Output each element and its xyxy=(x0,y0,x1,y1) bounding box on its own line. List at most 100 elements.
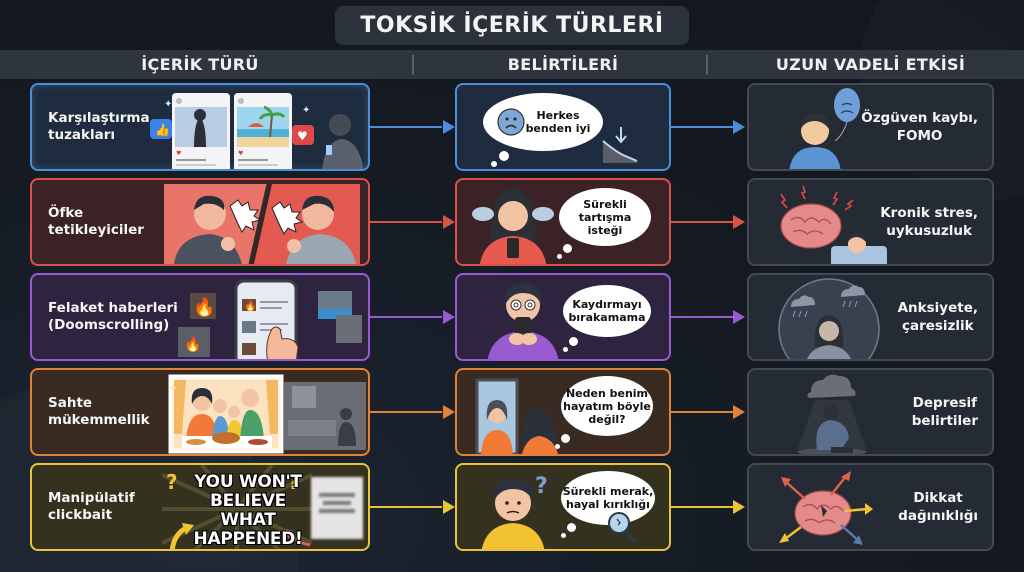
symptom-card: ? Sürekli merak, hayal kırıklığı xyxy=(455,463,671,551)
effect-label: Kronik stres, uykusuzluk xyxy=(880,205,978,239)
svg-text:?: ? xyxy=(535,474,548,499)
column-header-label: UZUN VADELİ ETKİSİ xyxy=(775,55,966,74)
effect-label: Dikkat dağınıklığı xyxy=(898,490,978,524)
page-title: TOKSİK İÇERİK TÜRLERİ xyxy=(335,6,689,45)
column-divider xyxy=(706,55,708,75)
symptom-card: Kaydırmayı bırakamama xyxy=(455,273,671,361)
row-comparison-traps: Karşılaştırma tuzakları ♥ ♥ 👍 ♥ ✦ ✦ xyxy=(0,83,1024,171)
column-divider xyxy=(412,55,414,75)
svg-text:♥: ♥ xyxy=(238,150,243,157)
doomscrolling-phone-illustration: 🔥 🔥 🔥 xyxy=(178,279,362,359)
svg-text:🔥: 🔥 xyxy=(184,336,201,353)
arrow-right-icon xyxy=(443,405,455,419)
content-type-card: Manipülatif clickbait ? ? YOU WON'T BELI… xyxy=(30,463,370,551)
angry-argument-illustration xyxy=(164,184,360,264)
row-anger-triggers: Öfke tetikleyiciler Sürekli tartışma ist… xyxy=(0,178,1024,266)
svg-text:✦: ✦ xyxy=(302,105,310,116)
svg-text:🔥: 🔥 xyxy=(193,296,215,318)
arrow-right-icon xyxy=(733,310,745,324)
symptom-text: Neden benim hayatım böyle değil? xyxy=(563,386,651,426)
scattered-brain-illustration xyxy=(779,471,873,545)
effect-card: Dikkat dağınıklığı xyxy=(747,463,994,551)
arrow-right-icon xyxy=(443,215,455,229)
svg-text:?: ? xyxy=(166,470,178,494)
flow-connector xyxy=(370,316,442,318)
effect-card: Kronik stres, uykusuzluk xyxy=(747,178,994,266)
row-fake-perfection: Sahte mükemmellik ✦✦ xyxy=(0,368,1024,456)
thought-bubble: Sürekli tartışma isteği xyxy=(559,188,651,246)
svg-text:♥: ♥ xyxy=(176,150,181,157)
row-doomscrolling: Felaket haberleri (Doomscrolling) 🔥 🔥 🔥 … xyxy=(0,273,1024,361)
stressed-brain-sleepless-illustration xyxy=(780,185,887,264)
content-type-label: Öfke tetikleyiciler xyxy=(48,205,144,238)
effect-card: Anksiyete, çaresizlik xyxy=(747,273,994,361)
mirror-comparison-illustration xyxy=(475,378,558,454)
column-header-label: İÇERİK TÜRÜ xyxy=(141,55,259,74)
effect-card: Depresif belirtiler xyxy=(747,368,994,456)
column-header-symptoms: BELİRTİLERİ xyxy=(455,50,671,79)
fake-perfect-family-illustration: ✦✦ xyxy=(168,374,366,454)
content-type-card: Sahte mükemmellik ✦✦ xyxy=(30,368,370,456)
svg-text:✦: ✦ xyxy=(272,442,280,453)
magnifying-glass-icon xyxy=(608,512,637,543)
confused-person-illustration: ? xyxy=(481,474,548,549)
blurred-thumbnail xyxy=(311,477,363,539)
column-header-bar: İÇERİK TÜRÜ BELİRTİLERİ UZUN VADELİ ETKİ… xyxy=(0,50,1024,79)
person-in-bubble-rain-illustration xyxy=(778,278,880,359)
sad-person-balloon-illustration xyxy=(789,88,860,169)
declining-chart-icon xyxy=(602,127,638,163)
clickbait-burst-background: ? ? xyxy=(162,465,312,549)
arrow-right-icon xyxy=(443,500,455,514)
social-media-comparison-illustration: ♥ ♥ 👍 ♥ ✦ ✦ xyxy=(150,93,364,169)
thought-dot xyxy=(563,347,568,352)
arrow-right-icon xyxy=(733,500,745,514)
svg-text:✦: ✦ xyxy=(168,381,178,395)
sad-face-icon xyxy=(497,108,525,136)
thought-dot xyxy=(561,434,570,443)
content-type-label: Manipülatif clickbait xyxy=(48,490,135,523)
arrow-right-icon xyxy=(443,310,455,324)
page-title-text: TOKSİK İÇERİK TÜRLERİ xyxy=(360,13,664,38)
arrow-right-icon xyxy=(733,215,745,229)
arrow-right-icon xyxy=(733,120,745,134)
thought-dot xyxy=(499,151,509,161)
svg-text:✦: ✦ xyxy=(164,99,172,110)
content-type-card: Felaket haberleri (Doomscrolling) 🔥 🔥 🔥 xyxy=(30,273,370,361)
flow-connector xyxy=(671,316,733,318)
hypnotized-person-phone-illustration xyxy=(487,283,559,359)
arrow-right-icon xyxy=(443,120,455,134)
thought-dot xyxy=(491,161,497,167)
symptom-card: Sürekli tartışma isteği xyxy=(455,178,671,266)
thought-bubble: Sürekli merak, hayal kırıklığı xyxy=(561,471,655,525)
thought-dot xyxy=(561,533,566,538)
svg-text:👍: 👍 xyxy=(155,123,170,137)
flow-connector xyxy=(671,506,733,508)
svg-text:♥: ♥ xyxy=(297,129,308,143)
column-header-label: BELİRTİLERİ xyxy=(507,55,619,74)
symptom-text: Sürekli merak, hayal kırıklığı xyxy=(562,485,654,511)
clickbait-headline: YOU WON'T BELIEVE WHAT HAPPENED! xyxy=(193,472,303,549)
symptom-text: Herkes benden iyi xyxy=(525,109,591,135)
angry-woman-phone-illustration xyxy=(472,188,554,264)
thought-bubble: Neden benim hayatım böyle değil? xyxy=(561,376,653,436)
symptom-text: Sürekli tartışma isteği xyxy=(578,197,632,237)
arrow-right-icon xyxy=(733,405,745,419)
effect-label: Depresif belirtiler xyxy=(911,395,978,429)
flow-connector xyxy=(671,126,733,128)
content-type-label: Karşılaştırma tuzakları xyxy=(48,110,150,143)
thought-dot xyxy=(569,337,578,346)
thought-dot xyxy=(555,444,560,449)
column-header-long-term-effect: UZUN VADELİ ETKİSİ xyxy=(747,50,994,79)
content-type-card: Karşılaştırma tuzakları ♥ ♥ 👍 ♥ ✦ ✦ xyxy=(30,83,370,171)
flow-connector xyxy=(370,221,442,223)
content-type-label: Sahte mükemmellik xyxy=(48,395,150,428)
thought-dot xyxy=(567,523,576,532)
svg-text:?: ? xyxy=(288,470,300,494)
thought-dot xyxy=(557,254,562,259)
flow-connector xyxy=(370,411,442,413)
flow-connector xyxy=(370,506,442,508)
effect-label: Özgüven kaybı, FOMO xyxy=(861,110,978,144)
effect-label: Anksiyete, çaresizlik xyxy=(897,300,978,334)
effect-card: Özgüven kaybı, FOMO xyxy=(747,83,994,171)
content-type-card: Öfke tetikleyiciler xyxy=(30,178,370,266)
